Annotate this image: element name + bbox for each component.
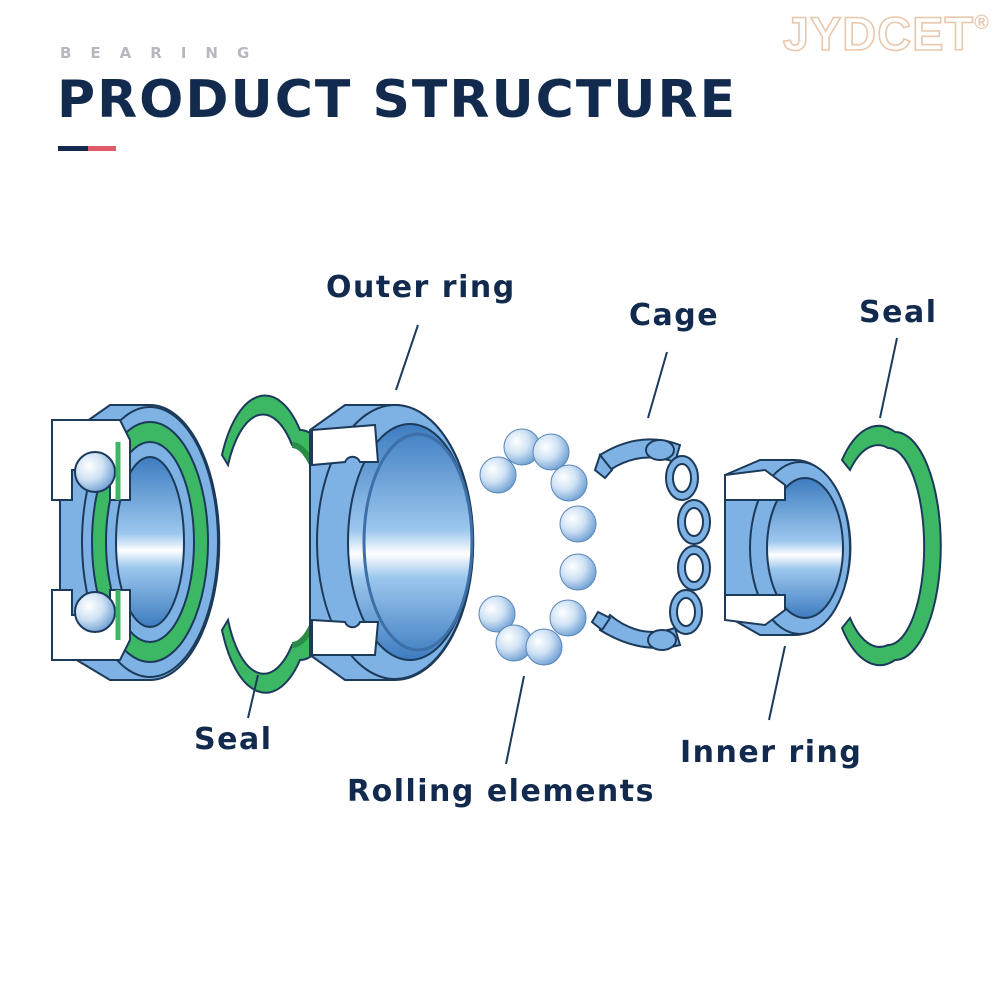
label-seal-right: Seal — [859, 295, 938, 330]
underline-dark-segment — [58, 146, 88, 151]
leader-outer-ring — [395, 324, 419, 391]
ball — [525, 628, 563, 666]
leader-seal-left — [247, 674, 259, 719]
leader-rolling-elements — [505, 675, 525, 765]
leader-lines — [247, 324, 898, 765]
label-cage: Cage — [629, 298, 720, 333]
label-outer-ring: Outer ring — [326, 270, 516, 305]
ball — [559, 553, 597, 591]
brand-logo: JYDCET® — [782, 6, 990, 61]
section-kicker: BEARING — [60, 44, 269, 62]
leader-inner-ring — [768, 645, 786, 721]
assembled-bearing — [51, 404, 221, 681]
label-seal-left: Seal — [194, 722, 273, 757]
right-seal — [840, 424, 942, 667]
ball — [549, 599, 587, 637]
rolling-elements — [478, 428, 597, 666]
leader-cage — [647, 351, 668, 419]
title-underline — [58, 146, 116, 151]
label-rolling-elements: Rolling elements — [347, 774, 655, 809]
ball — [479, 456, 517, 494]
ball — [559, 505, 597, 543]
ball — [532, 433, 570, 471]
outer-ring — [309, 404, 475, 681]
underline-red-segment — [88, 146, 116, 151]
ball — [478, 595, 516, 633]
inner-ring — [724, 459, 852, 636]
leader-seal-right — [879, 337, 898, 419]
ball — [550, 464, 588, 502]
cage — [590, 438, 711, 651]
label-inner-ring: Inner ring — [680, 735, 863, 770]
page-title: PRODUCT STRUCTURE — [57, 70, 738, 130]
